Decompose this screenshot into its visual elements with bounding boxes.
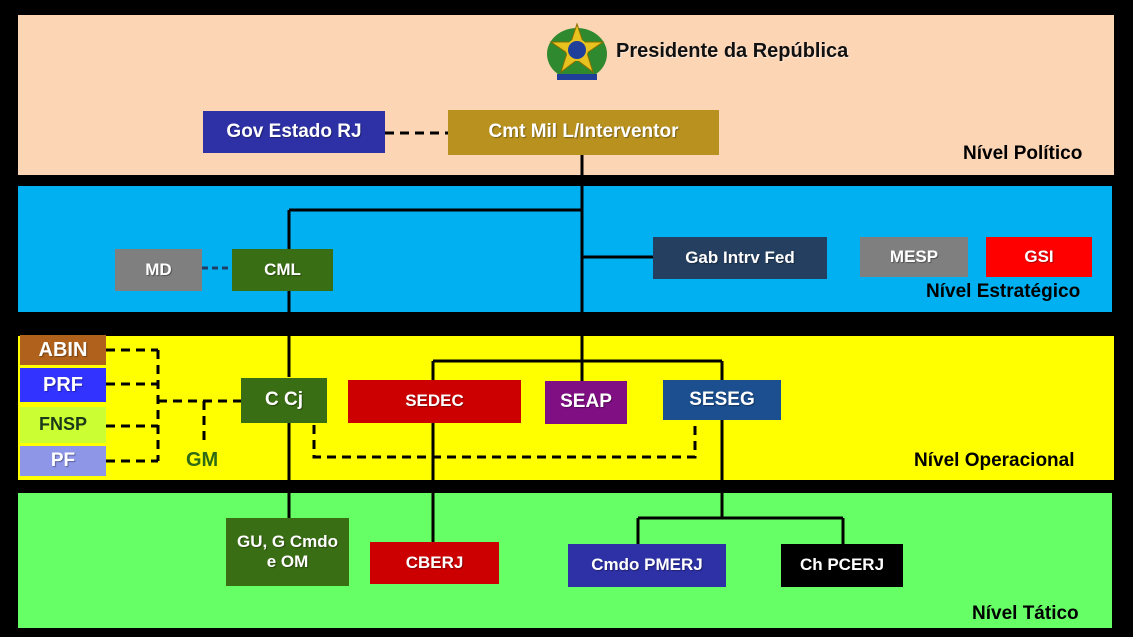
gu-g-cmdo-om-box[interactable]: GU, G Cmdo e OM xyxy=(226,518,349,586)
interventor-box[interactable]: Cmt Mil L/Interventor xyxy=(448,110,719,155)
cml-box[interactable]: CML xyxy=(232,249,333,291)
abin-box[interactable]: ABIN xyxy=(20,335,106,365)
gm-label: GM xyxy=(186,449,219,471)
c-cj-box[interactable]: C Cj xyxy=(241,378,327,423)
mesp-box[interactable]: MESP xyxy=(860,237,968,277)
sedec-box[interactable]: SEDEC xyxy=(348,380,521,423)
fnsp-box[interactable]: FNSP xyxy=(20,407,106,443)
gab-intrv-fed-box[interactable]: Gab Intrv Fed xyxy=(653,237,827,279)
prf-box[interactable]: PRF xyxy=(20,368,106,402)
level-estrategico-label: Nível Estratégico xyxy=(926,281,1081,302)
pf-box[interactable]: PF xyxy=(20,446,106,476)
band-nivel-tatico xyxy=(18,493,1112,628)
level-tatico-label: Nível Tático xyxy=(972,603,1079,624)
brazil-coat-of-arms-icon xyxy=(547,22,607,80)
ch-pcerj-box[interactable]: Ch PCERJ xyxy=(781,544,903,587)
cmdo-pmerj-box[interactable]: Cmdo PMERJ xyxy=(568,544,726,587)
seap-box[interactable]: SEAP xyxy=(545,381,627,424)
gov-estado-rj-box[interactable]: Gov Estado RJ xyxy=(203,111,385,153)
level-politico-label: Nível Político xyxy=(963,143,1083,164)
president-title: Presidente da República xyxy=(616,40,849,62)
gsi-box[interactable]: GSI xyxy=(986,237,1092,277)
md-box[interactable]: MD xyxy=(115,249,202,291)
cberj-box[interactable]: CBERJ xyxy=(370,542,499,584)
level-operacional-label: Nível Operacional xyxy=(914,450,1075,471)
seseg-box[interactable]: SESEG xyxy=(663,380,781,420)
